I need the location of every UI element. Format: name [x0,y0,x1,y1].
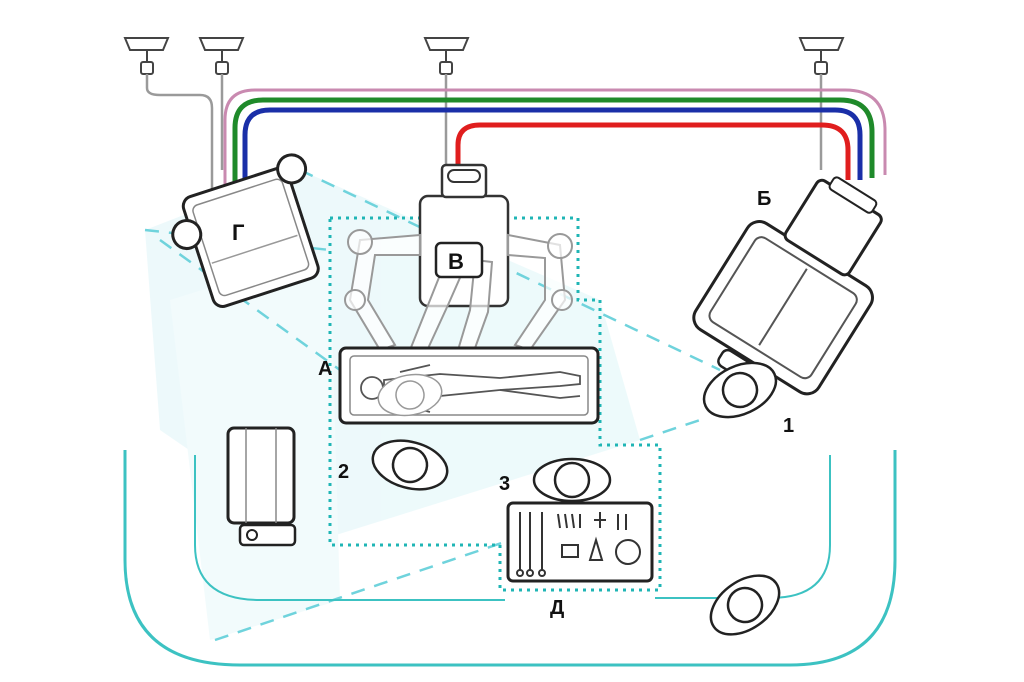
cable-green [232,97,875,190]
label-operating-table: А [318,358,332,380]
staff-figures [371,361,781,636]
label-instrument-table: Д [550,597,564,619]
person-4 [709,574,781,636]
person-at-table [377,373,443,417]
operating-table [338,346,600,425]
inner-wall [194,455,505,601]
cable-blue [242,107,863,185]
outlet-4 [798,37,845,75]
connection-cables [223,88,887,195]
outer-wall [123,450,897,667]
person-1 [702,361,778,419]
cable-red [455,122,851,180]
patient-side-cart [344,163,573,364]
outlet-1 [123,37,170,75]
label-person-3: 3 [499,473,510,495]
surgeon-console [171,153,320,308]
inner-wall-right [655,455,831,599]
vision-cart [692,176,883,396]
ceiling-outlets [123,37,845,75]
instruments [516,512,641,577]
label-surgeon-console: Г [232,220,245,245]
outlet-3 [423,37,470,75]
label-person-1: 1 [783,415,794,437]
label-patient-side-cart: В [448,249,464,274]
anesthesia-unit [226,426,297,547]
label-vision-cart: Б [757,188,771,210]
outlet-2 [198,37,245,75]
cable-pink [223,88,887,195]
instrument-table [506,501,654,583]
label-person-2: 2 [338,461,349,483]
person-3 [532,457,612,503]
person-2 [371,439,449,491]
